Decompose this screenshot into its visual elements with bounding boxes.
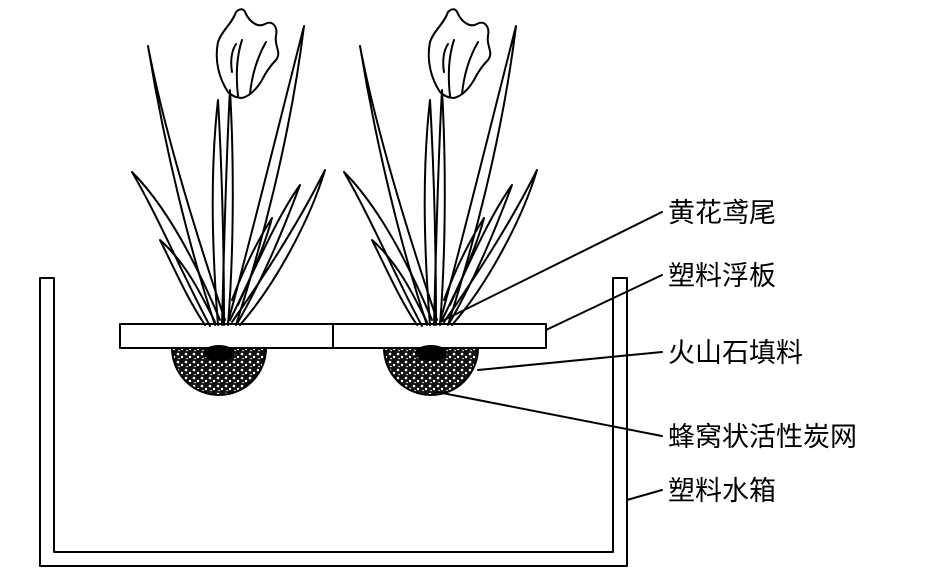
- iris-plant-right: [343, 8, 538, 327]
- label-carbon-net: 蜂窝状活性炭网: [668, 422, 857, 453]
- label-filler: 火山石填料: [668, 338, 803, 369]
- water-tank: [39, 277, 628, 567]
- leader-lines: [436, 211, 663, 501]
- label-float-board: 塑料浮板: [668, 261, 776, 292]
- label-tank: 塑料水箱: [668, 476, 776, 507]
- volcanic-stone-filler-right: [383, 344, 479, 396]
- volcanic-stone-filler-left: [171, 344, 267, 396]
- float-board: [119, 323, 547, 349]
- iris-plant-left: [131, 8, 326, 327]
- label-plant: 黄花鸢尾: [668, 198, 776, 229]
